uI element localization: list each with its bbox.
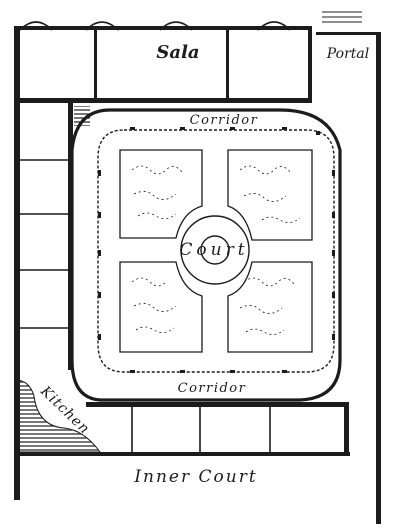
garden-beds [119, 149, 313, 353]
corridor-outer-wall [70, 108, 342, 402]
label-sala: Sala [156, 42, 199, 63]
court-boundary [97, 129, 335, 373]
label-corridor-bottom: Corridor [178, 381, 247, 396]
west-rooms [20, 102, 90, 370]
label-court: Court [179, 240, 248, 260]
court-circle-outer [180, 215, 250, 285]
fountain-icon [200, 235, 230, 265]
south-rooms [18, 402, 350, 456]
sala-rooms [19, 11, 362, 103]
label-corridor-top: Corridor [190, 113, 259, 128]
label-portal: Portal [326, 46, 369, 62]
label-inner-court: Inner Court [133, 467, 257, 487]
kitchen-hatch [17, 379, 101, 453]
